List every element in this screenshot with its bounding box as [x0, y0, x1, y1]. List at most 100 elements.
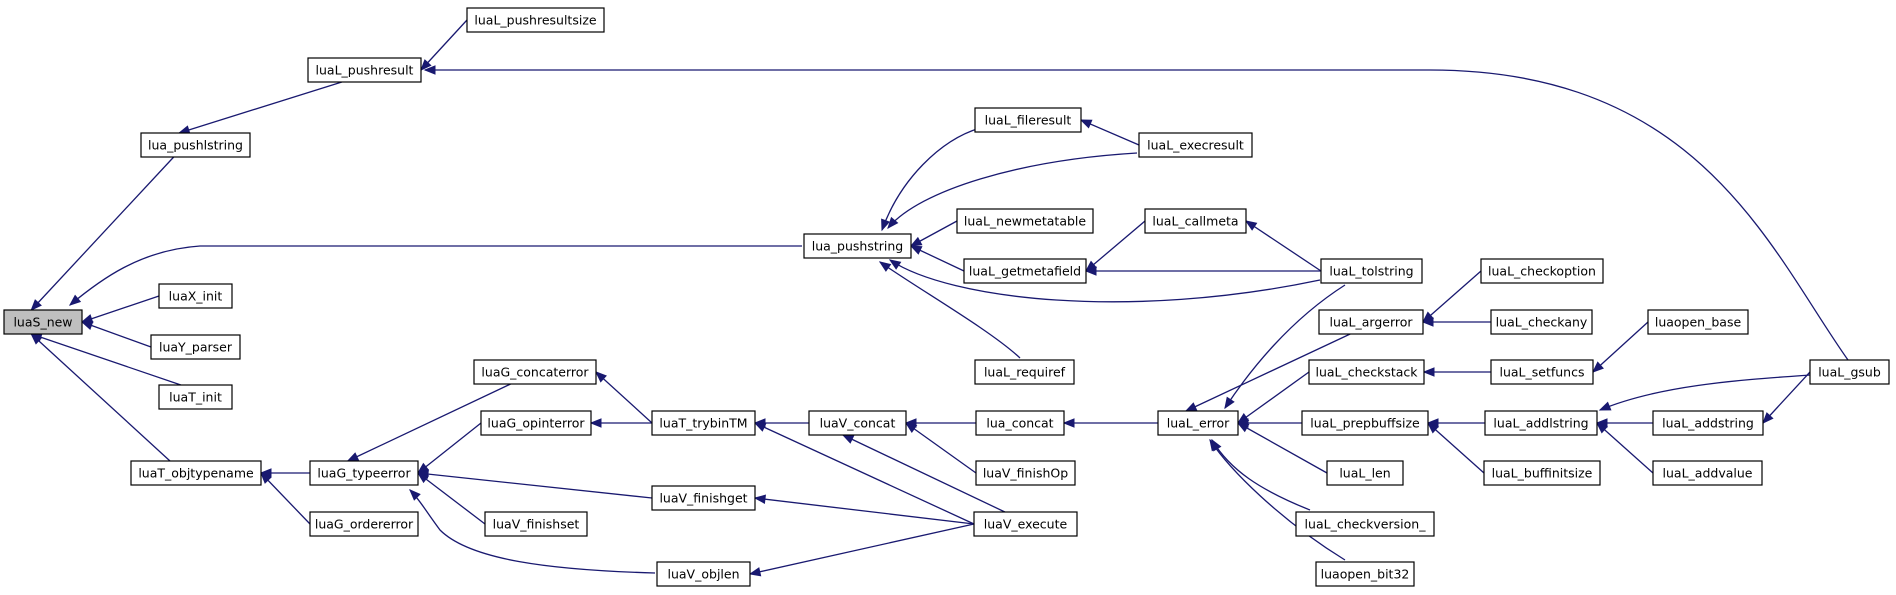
call-edge-line — [1211, 439, 1311, 511]
node-box — [963, 258, 1087, 284]
call-edge-line — [260, 472, 311, 525]
call-graph-nodes: luaS_newlua_pushlstringluaL_pushresultlu… — [3, 7, 1890, 587]
node-luav-concat[interactable]: luaV_concat — [808, 410, 907, 436]
call-edge-line — [842, 434, 1006, 513]
call-edge — [80, 321, 152, 348]
node-luav-finishget[interactable]: luaV_finishget — [651, 485, 756, 511]
node-label: luaV_finishset — [493, 517, 580, 532]
node-box — [130, 460, 262, 486]
arrowhead-icon — [753, 494, 766, 504]
call-edge-line — [754, 422, 975, 525]
call-edge — [1084, 220, 1146, 272]
call-edge — [595, 371, 653, 424]
node-label: luaopen_bit32 — [1321, 567, 1410, 582]
call-edge — [748, 523, 975, 577]
arrowhead-icon — [409, 489, 421, 501]
node-box — [1157, 410, 1239, 436]
node-lual-fileresult[interactable]: luaL_fileresult — [974, 107, 1082, 133]
call-edge — [423, 65, 1849, 361]
node-lua-pushlstring[interactable]: lua_pushlstring — [140, 132, 251, 158]
call-edge-line — [1224, 284, 1346, 409]
call-edge-line — [1245, 220, 1322, 272]
node-lual-error[interactable]: luaL_error — [1157, 410, 1239, 436]
node-luaopen-base[interactable]: luaopen_base — [1647, 309, 1749, 335]
node-luaopen-bit32[interactable]: luaopen_bit32 — [1315, 561, 1415, 587]
arrowhead-icon — [346, 452, 360, 462]
arrowhead-icon — [1079, 119, 1093, 129]
call-edge — [1211, 438, 1311, 511]
node-box — [651, 485, 756, 511]
node-luag-opinterror[interactable]: luaG_opinterror — [480, 410, 592, 436]
node-label: luaV_objlen — [668, 567, 740, 582]
call-edge-line — [887, 152, 1138, 229]
arrowhead-icon — [1084, 266, 1097, 276]
node-lual-requiref[interactable]: luaL_requiref — [974, 359, 1075, 385]
node-luav-objlen[interactable]: luaV_objlen — [656, 561, 751, 587]
node-luat-objtypename[interactable]: luaT_objtypename — [130, 460, 262, 486]
node-box — [1652, 460, 1763, 486]
call-edge — [68, 245, 802, 306]
node-box — [974, 359, 1075, 385]
call-edge — [1421, 270, 1482, 323]
node-lual-buffinitsize[interactable]: luaL_buffinitsize — [1483, 460, 1601, 486]
call-edge-line — [1237, 422, 1328, 474]
node-lual-argerror[interactable]: luaL_argerror — [1318, 309, 1424, 335]
node-label: luaL_pushresultsize — [474, 13, 596, 28]
arrowhead-icon — [1062, 418, 1075, 428]
node-label: luaS_new — [13, 315, 72, 330]
node-luag-ordererror[interactable]: luaG_ordererror — [309, 511, 419, 537]
node-box — [473, 359, 597, 385]
node-lual-pushresultsize[interactable]: luaL_pushresultsize — [466, 7, 605, 33]
node-lual-newmetatable[interactable]: luaL_newmetatable — [956, 208, 1094, 234]
node-luav-finishset[interactable]: luaV_finishset — [484, 511, 588, 537]
call-edge-line — [1596, 422, 1654, 474]
node-lua-concat[interactable]: lua_concat — [975, 410, 1065, 436]
node-box — [1144, 208, 1247, 234]
node-lua-pushstring[interactable]: lua_pushstring — [803, 233, 912, 259]
node-label: luaL_checkversion_ — [1305, 517, 1427, 532]
arrowhead-icon — [416, 472, 430, 484]
call-edge — [1209, 438, 1346, 561]
node-luat-init[interactable]: luaT_init — [158, 384, 233, 410]
node-luav-finishop[interactable]: luaV_finishOp — [975, 460, 1076, 486]
call-edge — [416, 469, 653, 499]
node-luav-execute[interactable]: luaV_execute — [973, 511, 1078, 537]
node-lual-addvalue[interactable]: luaL_addvalue — [1652, 460, 1763, 486]
node-luas-new[interactable]: luaS_new — [3, 309, 83, 335]
node-lual-checkversion-[interactable]: luaL_checkversion_ — [1295, 511, 1435, 537]
node-lual-tolstring[interactable]: luaL_tolstring — [1320, 258, 1423, 284]
node-lual-addstring[interactable]: luaL_addstring — [1652, 410, 1764, 436]
node-lual-callmeta[interactable]: luaL_callmeta — [1144, 208, 1247, 234]
node-luax-init[interactable]: luaX_init — [158, 283, 233, 309]
node-luag-typeerror[interactable]: luaG_typeerror — [309, 460, 419, 486]
node-lual-prepbuffsize[interactable]: luaL_prepbuffsize — [1301, 410, 1429, 436]
node-luay-parser[interactable]: luaY_parser — [150, 334, 241, 360]
arrowhead-icon — [1598, 401, 1612, 411]
node-label: luaL_argerror — [1329, 315, 1413, 330]
node-label: luaL_requiref — [984, 365, 1066, 380]
call-edge — [260, 472, 311, 525]
node-luag-concaterror[interactable]: luaG_concaterror — [473, 359, 597, 385]
node-lual-addlstring[interactable]: luaL_addlstring — [1484, 410, 1598, 436]
node-lual-execresult[interactable]: luaL_execresult — [1138, 132, 1253, 158]
node-lual-setfuncs[interactable]: luaL_setfuncs — [1490, 359, 1594, 385]
node-luat-trybintm[interactable]: luaT_trybinTM — [651, 410, 756, 436]
call-edge — [881, 127, 981, 232]
node-lual-getmetafield[interactable]: luaL_getmetafield — [963, 258, 1087, 284]
node-label: luaL_buffinitsize — [1492, 466, 1593, 481]
node-lual-pushresult[interactable]: luaL_pushresult — [307, 57, 422, 83]
call-edge — [409, 489, 656, 574]
node-label: luaL_tolstring — [1329, 264, 1413, 279]
call-edge-line — [425, 69, 1849, 361]
node-label: luaV_execute — [984, 517, 1068, 532]
node-label: luaL_checkany — [1496, 315, 1588, 330]
node-lual-gsub[interactable]: luaL_gsub — [1809, 359, 1890, 385]
node-lual-len[interactable]: luaL_len — [1326, 460, 1404, 486]
node-box — [466, 7, 605, 33]
call-graph-edges — [30, 19, 1849, 577]
arrowhead-icon — [1236, 422, 1250, 433]
node-lual-checkany[interactable]: luaL_checkany — [1490, 309, 1593, 335]
node-lual-checkoption[interactable]: luaL_checkoption — [1480, 258, 1604, 284]
node-lual-checkstack[interactable]: luaL_checkstack — [1308, 359, 1425, 385]
